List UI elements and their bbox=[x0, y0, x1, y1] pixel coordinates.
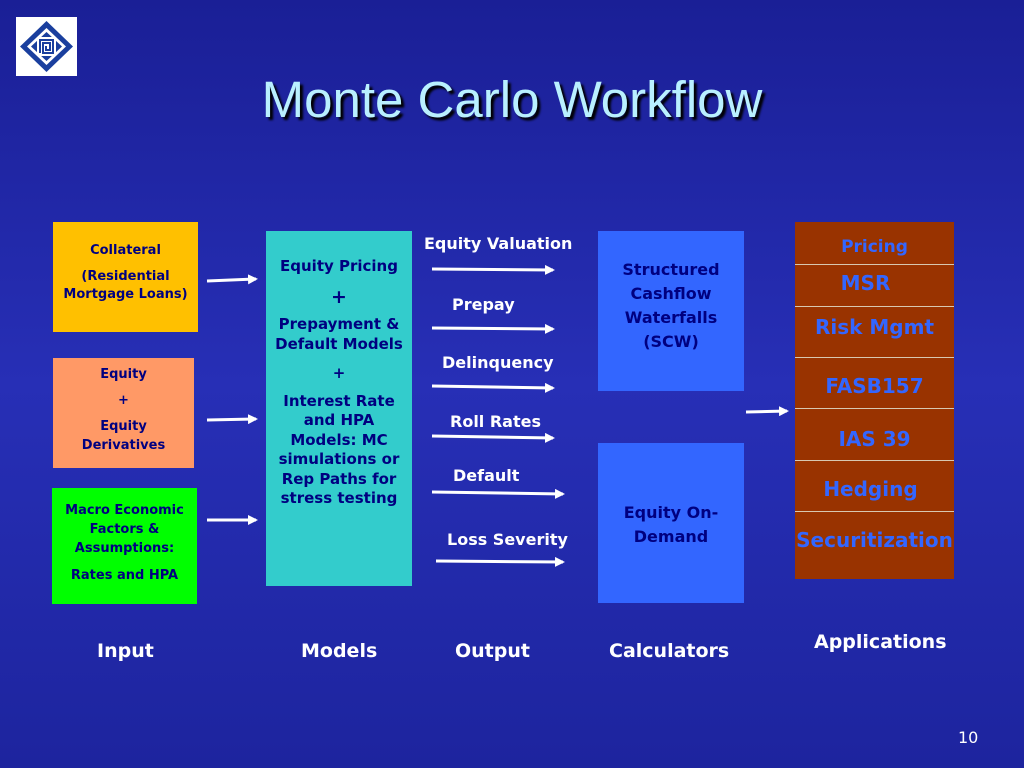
equity-on-demand-box: Equity On-Demand bbox=[598, 443, 744, 603]
output-default: Default bbox=[453, 466, 520, 485]
app-divider bbox=[795, 408, 954, 409]
arrow-prepay bbox=[431, 323, 555, 334]
scw-calculator-box: Structured Cashflow Waterfalls (SCW) bbox=[598, 231, 744, 391]
arrow-equity-to-models bbox=[206, 414, 258, 425]
app-ias39: IAS 39 bbox=[838, 427, 911, 451]
equity-box: Equity + Equity Derivatives bbox=[53, 358, 194, 468]
column-label-applications: Applications bbox=[814, 631, 947, 653]
output-delinquency: Delinquency bbox=[442, 353, 554, 372]
arrow-roll-rates bbox=[431, 432, 555, 443]
app-fasb157: FASB157 bbox=[825, 374, 924, 398]
equity-on-demand-label: Equity On-Demand bbox=[623, 503, 719, 546]
equity-plus: + bbox=[118, 393, 129, 409]
company-logo bbox=[16, 17, 77, 76]
macro-rates-label: Rates and HPA bbox=[70, 567, 179, 583]
model-plus-1: + bbox=[331, 285, 347, 308]
column-label-calculators: Calculators bbox=[609, 640, 730, 662]
column-label-output: Output bbox=[455, 640, 530, 662]
model-equity-pricing: Equity Pricing bbox=[280, 257, 398, 275]
collateral-label: Collateral bbox=[90, 243, 161, 258]
model-prepayment-default: Prepayment & Default Models bbox=[275, 315, 403, 353]
collateral-detail: (Residential Mortgage Loans) bbox=[63, 269, 188, 303]
column-label-input: Input bbox=[97, 640, 154, 662]
scw-label: Structured Cashflow Waterfalls (SCW) bbox=[622, 260, 720, 351]
output-loss-severity: Loss Severity bbox=[447, 530, 568, 549]
arrow-equity-valuation bbox=[431, 264, 555, 275]
app-divider bbox=[795, 357, 954, 358]
output-roll-rates: Roll Rates bbox=[450, 412, 541, 431]
equity-label: Equity bbox=[100, 367, 147, 382]
column-label-models: Models bbox=[301, 640, 378, 662]
model-plus-2: + bbox=[332, 364, 346, 383]
macro-label: Macro Economic Factors & Assumptions: bbox=[65, 503, 184, 556]
arrow-loss-severity bbox=[435, 556, 565, 567]
app-divider bbox=[795, 460, 954, 461]
page-number: 10 bbox=[958, 728, 979, 747]
app-divider bbox=[795, 264, 954, 265]
app-divider bbox=[795, 511, 954, 512]
arrow-collateral-to-models bbox=[206, 274, 258, 285]
equity-derivatives-label: Equity Derivatives bbox=[81, 419, 166, 453]
app-msr: MSR bbox=[840, 271, 891, 295]
models-box: Equity Pricing + Prepayment & Default Mo… bbox=[266, 231, 412, 586]
app-pricing: Pricing bbox=[841, 237, 908, 257]
model-interest-rate-hpa: Interest Rate and HPA Models: MC simulat… bbox=[278, 391, 400, 508]
page-title: Monte Carlo Workflow bbox=[261, 71, 763, 128]
app-divider bbox=[795, 306, 954, 307]
applications-box: Pricing MSR Risk Mgmt FASB157 IAS 39 Hed… bbox=[795, 222, 954, 579]
macro-box: Macro Economic Factors & Assumptions: Ra… bbox=[52, 488, 197, 604]
app-risk-mgmt: Risk Mgmt bbox=[814, 315, 935, 339]
arrow-delinquency bbox=[431, 382, 555, 393]
spiral-logo-icon bbox=[20, 21, 73, 72]
collateral-box: Collateral (Residential Mortgage Loans) bbox=[53, 222, 198, 332]
app-hedging: Hedging bbox=[823, 477, 918, 501]
arrow-default bbox=[431, 488, 565, 499]
output-prepay: Prepay bbox=[452, 295, 515, 314]
arrow-to-applications bbox=[745, 406, 789, 417]
app-securitization: Securitization bbox=[796, 528, 953, 552]
output-equity-valuation: Equity Valuation bbox=[424, 234, 573, 253]
